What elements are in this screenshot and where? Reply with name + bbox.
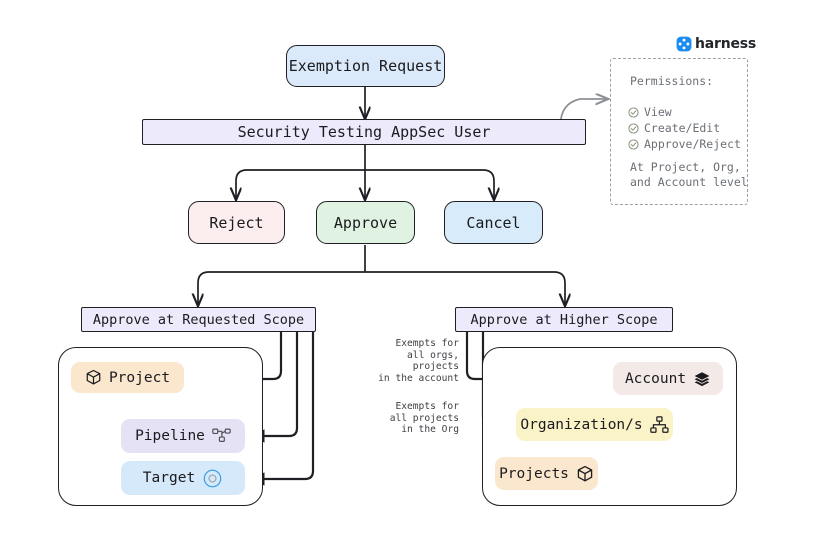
logo-wordmark: harness	[695, 36, 757, 52]
target-icon	[203, 469, 222, 487]
scope-header-higher[interactable]: Approve at Higher Scope	[455, 307, 673, 332]
cube-icon	[86, 369, 101, 385]
check-circle-icon	[628, 122, 639, 134]
node-label: Project	[108, 369, 171, 386]
permissions-list: View Create/Edit Approve/Reject	[628, 104, 741, 152]
cube-icon	[577, 465, 593, 481]
node-label: Projects	[499, 465, 569, 482]
scope-node-target[interactable]: Target	[121, 461, 245, 495]
permission-item-create-edit: Create/Edit	[628, 120, 741, 136]
node-action-cancel[interactable]: Cancel	[444, 201, 543, 244]
node-label: Approve at Requested Scope	[92, 311, 305, 328]
node-label: Account	[624, 370, 687, 387]
permissions-box	[610, 58, 748, 205]
layers-icon	[694, 371, 710, 386]
node-label: Target	[142, 470, 196, 486]
scope-node-organizations[interactable]: Organization/s	[516, 408, 673, 441]
node-label: Approve at Higher Scope	[470, 311, 658, 328]
node-label: Approve	[333, 213, 398, 232]
permission-item-approve-reject: Approve/Reject	[628, 136, 741, 152]
scope-node-pipeline[interactable]: Pipeline	[121, 419, 245, 453]
node-label: Reject	[209, 213, 264, 232]
edge-note-org-exempts: Exempts for all projects in the Org	[389, 401, 459, 435]
scope-node-account[interactable]: Account	[613, 362, 723, 395]
node-label: Security Testing AppSec User	[237, 123, 491, 141]
permission-label: Approve/Reject	[644, 137, 741, 151]
permissions-footer: At Project, Org, and Account level	[630, 160, 748, 189]
pipeline-icon	[212, 428, 231, 442]
scope-node-project[interactable]: Project	[71, 362, 184, 393]
harness-logo: harness	[676, 36, 756, 52]
node-label: Organization/s	[520, 416, 643, 433]
permission-item-view: View	[628, 104, 741, 120]
edge-note-account-exempts: Exempts for all orgs, projects in the ac…	[378, 338, 459, 384]
scope-node-projects[interactable]: Projects	[495, 457, 598, 490]
node-label: Pipeline	[135, 428, 205, 444]
check-circle-icon	[628, 138, 639, 150]
hierarchy-icon	[649, 415, 669, 433]
node-exemption-request[interactable]: Exemption Request	[286, 45, 445, 87]
node-label: Exemption Request	[288, 57, 443, 75]
node-action-reject[interactable]: Reject	[188, 201, 285, 244]
harness-diamond-icon	[676, 36, 692, 52]
permission-label: Create/Edit	[644, 121, 721, 135]
scope-header-requested[interactable]: Approve at Requested Scope	[81, 307, 316, 332]
node-action-approve[interactable]: Approve	[316, 201, 415, 244]
node-label: Cancel	[466, 213, 521, 232]
permissions-title: Permissions:	[630, 74, 714, 88]
check-circle-icon	[628, 106, 639, 118]
permission-label: View	[644, 105, 672, 119]
node-security-testing-appsec-user[interactable]: Security Testing AppSec User	[142, 119, 586, 145]
